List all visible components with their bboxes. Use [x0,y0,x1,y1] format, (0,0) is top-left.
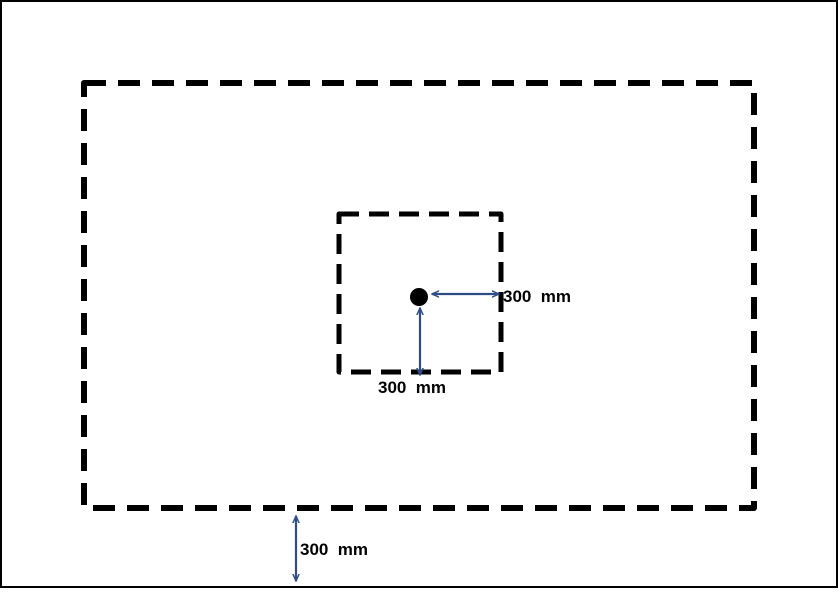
inner-horizontal-label: 300 mm [503,287,571,306]
outer-frame [0,0,838,588]
center-point [410,288,428,306]
outer-gap-label: 300 mm [300,540,368,559]
outer-dashed-boundary [81,80,757,511]
inner-vertical-label: 300 mm [378,378,446,397]
